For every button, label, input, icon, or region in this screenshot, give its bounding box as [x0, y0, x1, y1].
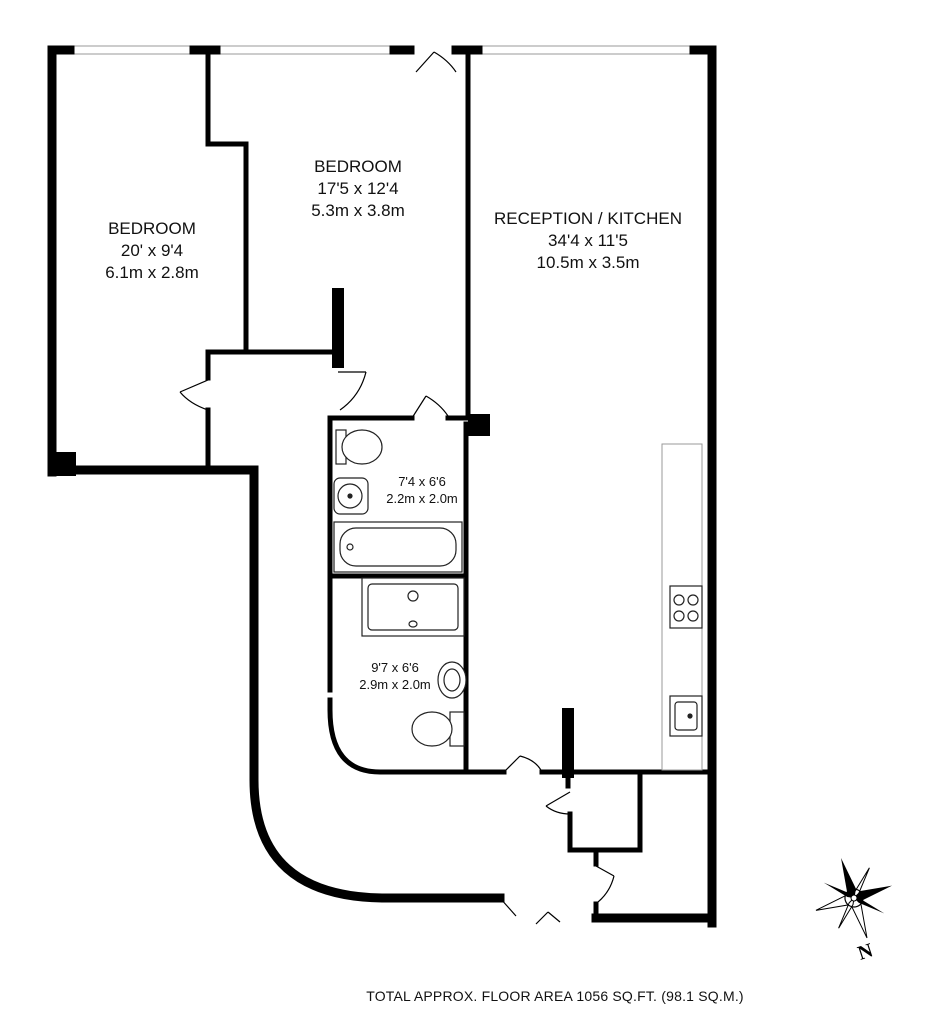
- basin-icon: [437, 661, 467, 699]
- bathtub-icon: [361, 577, 465, 637]
- room-dimensions-imperial: 17'5 x 12'4: [317, 179, 398, 198]
- room-name: BEDROOM: [108, 219, 196, 238]
- room-dimensions-metric: 10.5m x 3.5m: [537, 253, 640, 272]
- wall-pier: [468, 414, 490, 436]
- room-bathroom-1: 7'4 x 6'6 2.2m x 2.0m: [386, 474, 458, 506]
- room-dimensions-metric: 2.9m x 2.0m: [359, 677, 431, 692]
- hob-icon: [669, 585, 703, 629]
- wall-corner-block: [48, 452, 76, 476]
- room-name: RECEPTION / KITCHEN: [494, 209, 682, 228]
- room-dimensions-metric: 2.2m x 2.0m: [386, 491, 458, 506]
- exterior-walls: [47, 45, 717, 928]
- room-dimensions-imperial: 20' x 9'4: [121, 241, 183, 260]
- compass-rose-icon: N: [815, 858, 893, 965]
- room-dimensions-imperial: 9'7 x 6'6: [371, 660, 419, 675]
- room-dimensions-metric: 6.1m x 2.8m: [105, 263, 199, 282]
- room-dimensions-metric: 5.3m x 3.8m: [311, 201, 405, 220]
- total-floor-area: TOTAL APPROX. FLOOR AREA 1056 SQ.FT. (98…: [366, 988, 744, 1004]
- room-reception-kitchen: RECEPTION / KITCHEN 34'4 x 11'5 10.5m x …: [494, 209, 682, 272]
- wall-stub: [562, 708, 574, 778]
- wall-stub: [332, 288, 344, 368]
- room-bathroom-2: 9'7 x 6'6 2.9m x 2.0m: [359, 660, 431, 692]
- room-bedroom-right: BEDROOM 17'5 x 12'4 5.3m x 3.8m: [311, 157, 405, 220]
- toilet-icon: [411, 711, 465, 747]
- doors: [179, 51, 615, 925]
- kitchen-sink-icon: [669, 695, 703, 737]
- toilet-icon: [335, 429, 383, 465]
- room-dimensions-imperial: 34'4 x 11'5: [548, 231, 628, 250]
- basin-icon: [333, 477, 369, 515]
- windows: [68, 45, 696, 55]
- room-name: BEDROOM: [314, 157, 402, 176]
- bathtub-icon: [333, 521, 463, 573]
- compass-north-label: N: [855, 939, 876, 965]
- room-bedroom-left: BEDROOM 20' x 9'4 6.1m x 2.8m: [105, 219, 199, 282]
- interior-walls: [205, 47, 715, 921]
- room-dimensions-imperial: 7'4 x 6'6: [398, 474, 446, 489]
